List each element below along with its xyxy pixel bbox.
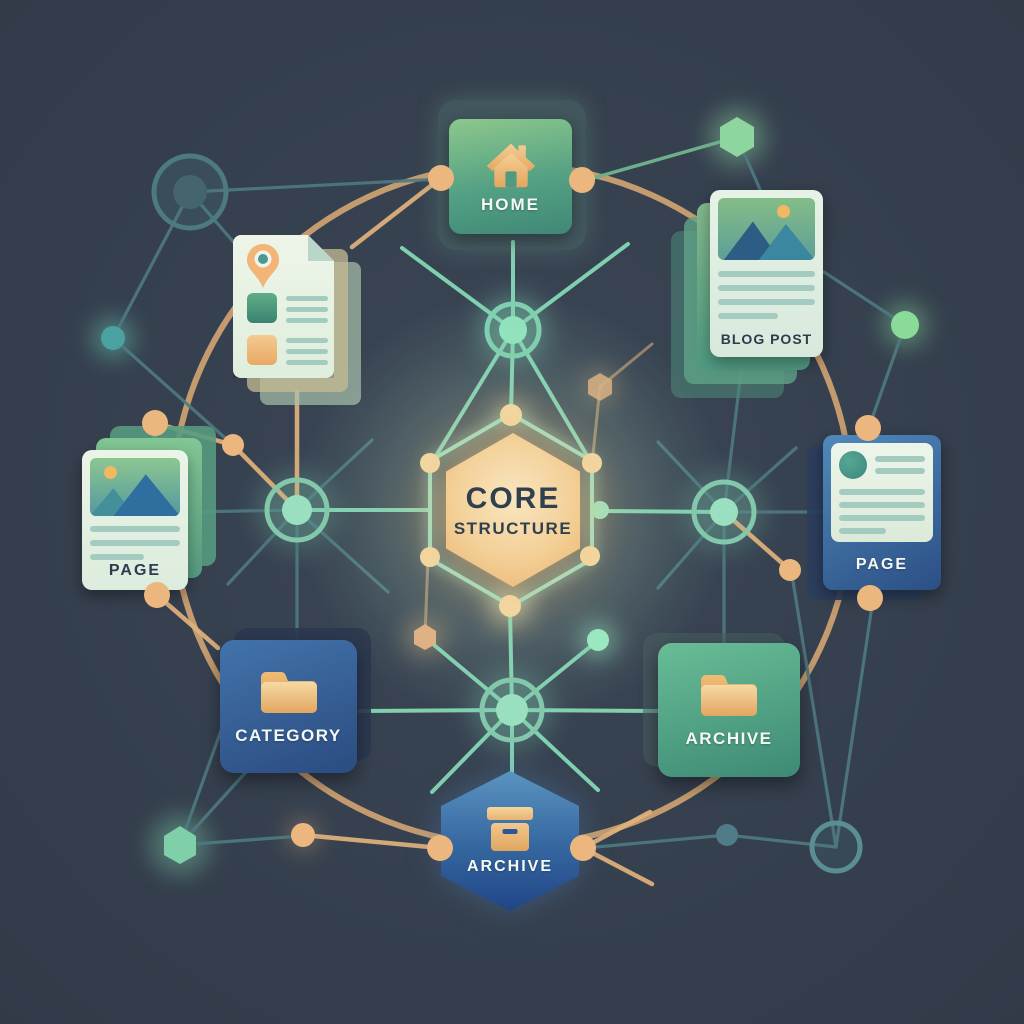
text-line [875, 456, 925, 462]
folder-icon [701, 675, 757, 716]
node-blog-post: BLOG POST [710, 190, 823, 357]
node-home: HOME [449, 119, 572, 234]
location-pin-icon [247, 244, 279, 288]
text-lines [839, 489, 925, 534]
box-handle-slot [502, 828, 518, 834]
page-fold-corner [308, 235, 334, 261]
geo-row-green [247, 293, 328, 323]
text-line [286, 338, 328, 343]
green-link [581, 135, 739, 183]
text-line [718, 271, 815, 277]
node-category: CATEGORY [220, 640, 357, 773]
sun-icon [104, 466, 118, 480]
archive-folder-label: ARCHIVE [685, 729, 773, 748]
avatar-row [839, 451, 925, 479]
home-icon [486, 143, 535, 188]
text-line [718, 313, 779, 319]
box-body [491, 822, 529, 851]
text-line [718, 285, 815, 291]
green-hexagon-node [164, 826, 196, 864]
archive-box-label: ARCHIVE [466, 857, 553, 875]
text-lines [718, 271, 815, 319]
avatar-circle-icon [839, 451, 867, 479]
image-placeholder-icon [90, 458, 180, 516]
node-core-structure: CORE STRUCTURE [446, 433, 580, 587]
home-label: HOME [481, 195, 540, 214]
teal-dot-node [716, 824, 738, 846]
ring-node-bottom-right [809, 820, 863, 874]
core-title-line2: STRUCTURE [453, 518, 573, 538]
text-lines [875, 456, 925, 474]
text-lines [90, 526, 180, 560]
text-line [839, 489, 925, 495]
orange-swatch [247, 335, 277, 365]
core-title-line1: CORE [465, 481, 561, 515]
text-line [90, 554, 144, 560]
blog-post-label: BLOG POST [720, 331, 813, 347]
text-line [286, 307, 328, 312]
text-line [286, 318, 328, 323]
text-line [875, 468, 925, 474]
text-line [90, 526, 180, 532]
page-right-label: PAGE [855, 556, 909, 573]
green-swatch [247, 293, 277, 323]
page-left-label: PAGE [108, 562, 162, 579]
node-archive-folder: ARCHIVE [658, 643, 800, 777]
box-lid [487, 806, 533, 820]
archive-box-icon [487, 806, 533, 851]
sun-icon [776, 205, 790, 219]
text-line [286, 349, 328, 354]
text-line [839, 528, 887, 534]
folder-icon [260, 671, 317, 713]
text-line [839, 502, 925, 508]
text-lines [286, 335, 328, 365]
green-hexagon-node [720, 117, 754, 157]
geo-row-orange [247, 335, 328, 365]
text-lines [286, 293, 328, 323]
green-dot-node [891, 311, 919, 339]
text-line [839, 515, 925, 521]
node-archive-box: ARCHIVE [441, 771, 579, 911]
text-line [286, 296, 328, 301]
teal-dot-node [101, 326, 125, 350]
text-line [90, 540, 180, 546]
ring-node-top-left [151, 153, 229, 231]
node-page-right: PAGE [823, 435, 941, 590]
text-line [718, 299, 815, 305]
category-label: CATEGORY [235, 725, 342, 745]
text-line [286, 360, 328, 365]
image-placeholder-icon [718, 198, 815, 260]
node-page-left: PAGE [82, 450, 188, 590]
page-right-content-panel [831, 443, 933, 542]
